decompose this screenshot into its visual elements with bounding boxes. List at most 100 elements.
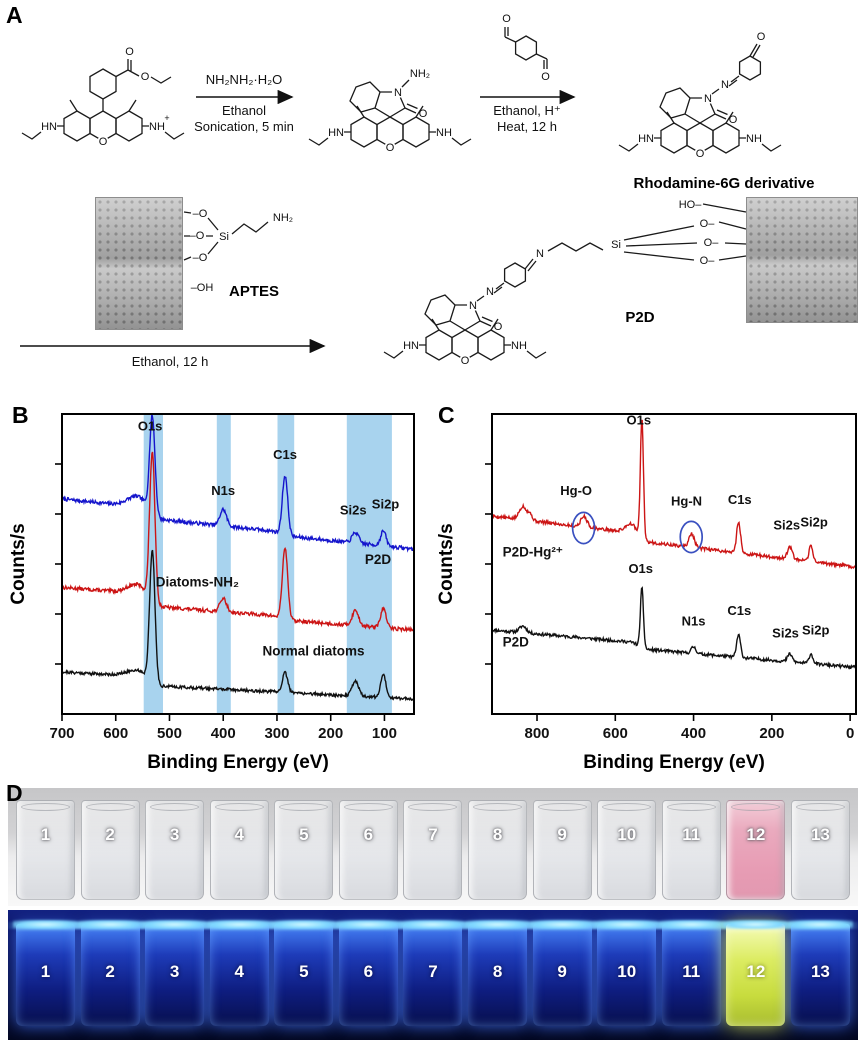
y-axis-label: Counts/s: [8, 523, 29, 604]
molecule-p2d: O O N N N HN NH: [384, 248, 546, 367]
svg-text:0: 0: [846, 725, 854, 742]
atom-label: NH: [436, 127, 452, 139]
vial-uv-4: 4: [209, 924, 269, 1026]
svg-text:300: 300: [264, 725, 289, 742]
svg-text:Si2p: Si2p: [372, 497, 400, 512]
atom-label: Si: [219, 231, 229, 243]
vial-daylight-6: 6: [338, 800, 398, 900]
vial-daylight-5: 5: [274, 800, 334, 900]
atom-label: O: [99, 136, 108, 148]
svg-text:Normal diatoms: Normal diatoms: [262, 644, 364, 659]
vial-number: 9: [557, 962, 567, 981]
x-axis-label: Binding Energy (eV): [147, 752, 329, 773]
vial-uv-8: 8: [468, 924, 528, 1026]
svg-text:100: 100: [372, 725, 397, 742]
atom-label: N: [721, 79, 729, 91]
vial-number: 12: [746, 825, 766, 844]
vial-number: 12: [746, 962, 766, 981]
vial-number: 1: [40, 825, 51, 844]
vial-number: 3: [169, 825, 180, 844]
atom-label: HN: [403, 340, 419, 352]
atom-label: N: [486, 286, 494, 298]
vial-number: 11: [682, 825, 701, 844]
atom-label: O: [757, 31, 766, 43]
atom-label: O: [461, 355, 470, 367]
vial-daylight-12: 12: [726, 800, 786, 900]
svg-text:Si2s: Si2s: [773, 518, 800, 533]
atom-label: O: [386, 142, 395, 154]
vial-daylight-13: 13: [790, 800, 850, 900]
atom-label: NH₂: [273, 212, 293, 224]
p2d-name: P2D: [625, 309, 654, 326]
svg-text:N1s: N1s: [682, 614, 706, 629]
atom-label: –O: [193, 252, 208, 264]
svg-text:Si2s: Si2s: [772, 626, 799, 641]
svg-text:Si2p: Si2p: [800, 515, 828, 530]
vial-number: 9: [557, 825, 567, 844]
svg-text:O1s: O1s: [138, 419, 163, 434]
vial-number: 6: [363, 962, 374, 981]
vial-uv-11: 11: [661, 924, 721, 1026]
vial-uv-9: 9: [532, 924, 592, 1026]
silane-link: Si O– O– O– HO–: [547, 199, 747, 267]
reaction-arrow-2: Ethanol, H⁺ Heat, 12 h: [480, 89, 576, 134]
vial-daylight-3: 3: [145, 800, 205, 900]
atom-label: N: [704, 93, 712, 105]
atom-label: N: [536, 248, 544, 260]
svg-text:N1s: N1s: [211, 483, 235, 498]
svg-text:P2D-Hg²⁺: P2D-Hg²⁺: [503, 545, 563, 560]
panel-letter-b: B: [12, 402, 29, 428]
aptes-name: APTES: [229, 283, 279, 300]
vial-number: 4: [234, 825, 244, 844]
atom-label: O: [502, 13, 511, 25]
vial-number: 8: [492, 825, 503, 844]
vial-number: 7: [428, 962, 438, 981]
molecule-rhodamine-hydrazide: O O N NH₂ HN NH: [309, 68, 471, 154]
svg-text:Si2s: Si2s: [340, 503, 367, 518]
svg-text:500: 500: [157, 725, 182, 742]
vial-daylight-1: 1: [16, 800, 75, 900]
condition-label: Ethanol, H⁺: [493, 103, 561, 118]
atom-label: O–: [700, 218, 716, 230]
atom-label: HN: [328, 127, 344, 139]
svg-text:Diatoms-NH₂: Diatoms-NH₂: [156, 575, 239, 590]
vial-number: 2: [105, 825, 115, 844]
vial-uv-6: 6: [338, 924, 398, 1026]
atom-label: NH: [149, 121, 165, 133]
vial-daylight-2: 2: [80, 800, 140, 900]
atom-label: O: [541, 71, 550, 83]
atom-label: N: [469, 300, 477, 312]
svg-text:600: 600: [603, 725, 628, 742]
vial-number: 3: [169, 962, 180, 981]
spectra-curves: [491, 419, 857, 670]
atom-label: O: [696, 148, 705, 160]
scheme-drawing: O O O HN NH + NH₂NH₂·H₂O Ethanol Sonicat…: [20, 13, 814, 369]
condition-label: Sonication, 5 min: [194, 119, 294, 134]
vial-uv-1: 1: [16, 924, 75, 1026]
atom-label: O: [141, 71, 150, 83]
svg-text:200: 200: [318, 725, 343, 742]
panel-letter-c: C: [438, 402, 455, 428]
atom-label: O: [419, 108, 428, 120]
molecule-rhodamine-derivative: O O N N O HN NH: [619, 31, 781, 160]
vial-number: 8: [492, 962, 503, 981]
vial-uv-2: 2: [80, 924, 140, 1026]
vial-number: 11: [682, 962, 701, 981]
svg-text:C1s: C1s: [273, 447, 297, 462]
atom-label: –O: [190, 230, 205, 242]
vial-number: 5: [299, 825, 309, 844]
atom-label: –OH: [191, 282, 214, 294]
atom-label: O: [729, 114, 738, 126]
reagent-label: NH₂NH₂·H₂O: [206, 72, 283, 87]
spectra-curves: [61, 413, 415, 702]
